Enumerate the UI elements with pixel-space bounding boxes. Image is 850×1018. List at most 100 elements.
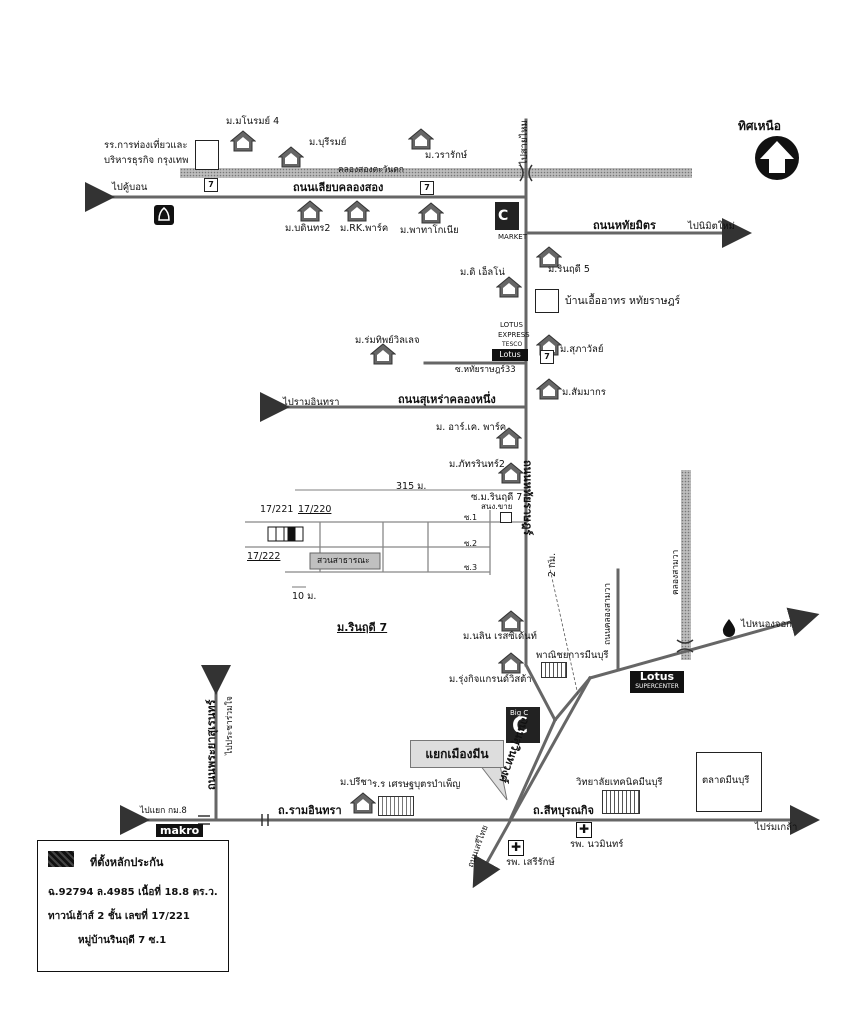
tourism-school-line1: รร.การท่องเที่ยวและ [104, 140, 188, 151]
seven-eleven-icon: 7 [540, 350, 554, 364]
label-m-waraluk: ม.วรารักษ์ [425, 150, 468, 161]
school-icon [378, 796, 414, 816]
label-to-romklao: ไปร่มเกล้า [755, 822, 798, 833]
hospital-icon: ✚ [576, 822, 592, 838]
label-m-rinrudee5: ม.รินฤดี 5 [548, 264, 590, 275]
legend-line1: ฉ.92794 ล.4985 เนื้อที่ 18.8 ตร.ว. [48, 887, 218, 898]
sales-office-box [500, 512, 512, 523]
legend-line3: หมู่บ้านรินฤดี 7 ซ.1 [78, 935, 167, 946]
label-minburi-commerce: พาณิชยการมีนบุรี [536, 650, 609, 661]
label-m-supawan: ม.สุภาวัลย์ [560, 344, 604, 355]
label-m-monrom: ม.มโนรมย์ 4 [226, 116, 280, 127]
label-m-rungkit: ม.รุ่งกิจแกรนด์วิสต้า [449, 674, 532, 685]
label-soi2: ซ.2 [464, 539, 478, 548]
junction-callout: แยกเมืองมีน [410, 740, 504, 768]
label-bigc: Big C [510, 709, 529, 717]
label-tech-college: วิทยาลัยเทคนิคมีนบุรี [576, 777, 663, 788]
village-house-icon [497, 652, 525, 674]
label-canal: คลองสองตะวันตก [338, 165, 404, 175]
village-house-icon [349, 792, 377, 814]
lotus-express-logo: Lotus [492, 349, 528, 361]
village-house-icon [535, 246, 563, 268]
label-m-nalin: ม.นลิน เรสซิเด้นท์ [463, 631, 537, 642]
baan-ua-box [535, 289, 559, 313]
makro-logo: makro [156, 824, 204, 837]
road-to-nongchok-2 [588, 607, 820, 680]
road-junction-stub [508, 718, 557, 822]
shrine-icon [154, 205, 174, 225]
label-m-rk: ม.RK.พาร์ค [340, 223, 389, 234]
label-road-hathairat: ถนนหทัยราษฎร์ [521, 460, 534, 536]
label-road-liab-klong: ถนนเลียบคลองสอง [293, 181, 384, 194]
label-bigc-market: MARKET [498, 233, 527, 241]
label-road-suhrao: ถนนสุเหร่าคลองหนึ่ง [398, 393, 496, 406]
collateral-plot [287, 526, 296, 542]
label-road-klong-samwa: ถนนคลองสามวา [603, 582, 613, 645]
label-lotus-express-1: LOTUS [500, 321, 524, 329]
village-house-icon [495, 276, 523, 298]
legend-title: ที่ตั้งหลักประกัน [90, 856, 164, 869]
tourism-school-box [195, 140, 219, 170]
label-village-rinrudee7: ม.รินฤดี 7 [337, 621, 388, 634]
village-house-icon [535, 378, 563, 400]
tourism-school-line2: บริหารธุรกิจ กรุงเทพ [104, 155, 189, 166]
label-to-paiyai: ไปสายไหม [519, 120, 530, 165]
label-hosp-serirak: รพ. เสรีรักษ์ [506, 857, 555, 868]
village-house-icon [417, 202, 445, 224]
label-to-pracha: ไปประชาร่วมใจ [225, 696, 235, 755]
label-to-khubon: ไปคู้บอน [112, 182, 148, 193]
gas-station-icon [722, 619, 736, 637]
label-baan-ua: บ้านเอื้ออาทร หทัยราษฎร์ [565, 295, 681, 307]
village-house-icon [296, 200, 324, 222]
village-house-icon [229, 130, 257, 152]
bigc-logo: C [506, 707, 540, 743]
label-m-preecha: ม.ปรีชา [340, 777, 373, 788]
minburi-market-box [696, 752, 762, 812]
legend-line2: ทาวน์เฮ้าส์ 2 ชั้น เลขที่ 17/221 [48, 911, 190, 922]
label-road-hathai: ถนนหทัยมิตร [593, 219, 656, 232]
label-lotus-express-2: EXPRESS [498, 331, 530, 339]
label-dist-10: 10 ม. [292, 591, 317, 602]
bigc-market-logo: C [495, 202, 519, 230]
label-dist-315: 315 ม. [396, 481, 427, 492]
label-soi-rinrudee7: ซ.ม.รินฤดี 7 [471, 492, 523, 503]
road-suwinthawong [472, 675, 593, 889]
label-plot-17222: 17/222 [247, 551, 281, 562]
label-dist-2km: 2 กม. [547, 552, 558, 577]
village-house-icon [495, 427, 523, 449]
label-to-nimit: ไปนิมิตใหม่ [688, 221, 735, 232]
label-road-sihaburanukit: ถ.สีหบุรณกิจ [533, 804, 595, 817]
label-lotus-express-3: TESCO [502, 341, 523, 348]
legend-swatch [48, 851, 74, 867]
label-klong-samwa: คลองสามวา [671, 549, 681, 595]
commerce-school-icon [541, 662, 567, 678]
label-to-ramintra-top: ไปรามอินทรา [283, 397, 340, 408]
label-m-rk-park: ม. อาร์.เค. พาร์ค [436, 422, 507, 433]
village-house-icon [277, 146, 305, 168]
village-house-icon [369, 343, 397, 365]
tech-college-icon [602, 790, 640, 814]
label-plot-17221: 17/221 [260, 504, 294, 515]
label-m-romtip: ม.ร่มทิพย์วิลเลจ [355, 335, 420, 346]
village-house-icon [497, 610, 525, 632]
label-road-phraya: ถนนพระยาสุเรนทร์ [205, 699, 218, 790]
label-soi3: ซ.3 [464, 563, 478, 572]
label-m-sammakorn: ม.สัมมากร [562, 387, 606, 398]
village-house-icon [343, 200, 371, 222]
label-to-yaek-km8: ไปแยก กม.8 [140, 806, 187, 816]
village-house-icon [497, 462, 525, 484]
townhouse-row [267, 526, 304, 542]
canal-klong-song [180, 168, 692, 178]
svg-text:C: C [498, 208, 508, 224]
legend-box: ที่ตั้งหลักประกัน ฉ.92794 ล.4985 เนื้อที… [37, 840, 229, 972]
road-to-nongchok [552, 675, 593, 723]
label-to-nongchok: ไปหนองจอก [741, 619, 792, 630]
label-soi-hathai33: ซ.หทัยราษฎร์33 [455, 365, 516, 375]
label-m-burirom: ม.บุรีรมย์ [309, 137, 347, 148]
label-m-decor: ม.ดิ เอ็ลโน่ [460, 267, 505, 278]
label-plot-17220: 17/220 [298, 504, 332, 515]
canal-klong-samwa [681, 470, 691, 660]
label-minburi-market: ตลาดมีนบุรี [702, 775, 750, 786]
north-arrow-icon [752, 135, 802, 181]
